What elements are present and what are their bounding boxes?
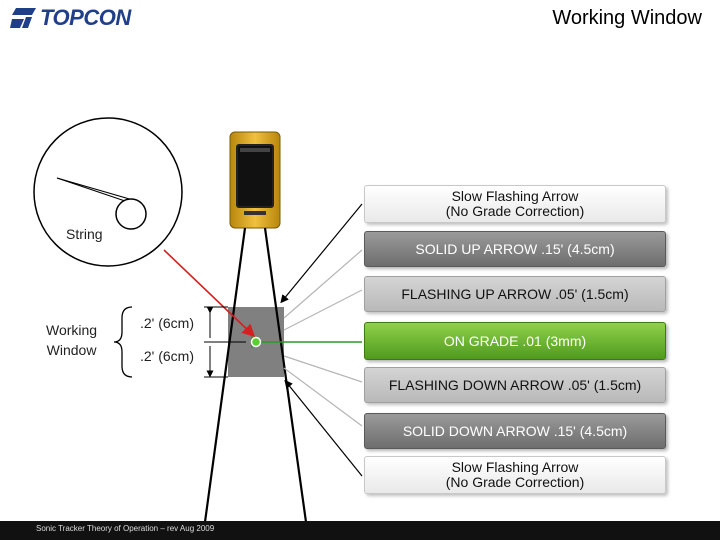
brand-name: TOPCON [40, 5, 131, 30]
working-window-brace [113, 306, 133, 378]
string-pointer [163, 249, 256, 338]
box-flashing-down: FLASHING DOWN ARROW .05' (1.5cm) [364, 367, 666, 403]
box-flashing-down-text: FLASHING DOWN ARROW .05' (1.5cm) [388, 376, 642, 393]
box-flashing-up-text: FLASHING UP ARROW .05' (1.5cm) [401, 285, 629, 302]
dimension-upper-label: .2' (6cm) [140, 315, 195, 331]
page-title: Working Window [552, 7, 702, 29]
pointer-lines-black [280, 203, 363, 477]
pointer-lines-gray [283, 249, 363, 427]
box-on-grade-text: ON GRADE .01 (3mm) [443, 332, 587, 349]
box-slow-flashing-bottom: Slow Flashing Arrow (No Grade Correction… [364, 456, 666, 494]
sonic-tracker-device [229, 131, 281, 229]
topcon-logo: TOPCON [10, 5, 131, 30]
string-cross-section [115, 198, 147, 230]
topcon-logo-icon [10, 8, 36, 28]
box-solid-down: SOLID DOWN ARROW .15' (4.5cm) [364, 413, 666, 449]
box-slow-flashing-top-text: Slow Flashing Arrow (No Grade Correction… [445, 188, 585, 219]
dimension-markers [204, 306, 246, 378]
working-window-label: Working Window [46, 322, 98, 358]
box-slow-flashing-top: Slow Flashing Arrow (No Grade Correction… [364, 185, 666, 223]
box-solid-down-text: SOLID DOWN ARROW .15' (4.5cm) [402, 422, 628, 439]
magnifier-ray-lower [56, 177, 134, 201]
box-solid-up-text: SOLID UP ARROW .15' (4.5cm) [415, 240, 615, 257]
string-position-dot [250, 336, 262, 348]
box-solid-up: SOLID UP ARROW .15' (4.5cm) [364, 231, 666, 267]
box-slow-flashing-bottom-text: Slow Flashing Arrow (No Grade Correction… [445, 459, 585, 490]
box-flashing-up: FLASHING UP ARROW .05' (1.5cm) [364, 276, 666, 312]
box-on-grade: ON GRADE .01 (3mm) [364, 322, 666, 360]
string-detail-magnifier [33, 117, 183, 267]
dimension-lower-label: .2' (6cm) [140, 348, 195, 364]
footer-bar [0, 521, 720, 540]
header: TOPCON Working Window [0, 0, 720, 36]
sonic-beams [203, 227, 308, 523]
footer-text: Sonic Tracker Theory of Operation – rev … [36, 524, 215, 533]
string-label: String [66, 226, 103, 242]
magnifier-circle [33, 117, 183, 267]
magnifier-ray-upper [56, 177, 126, 202]
